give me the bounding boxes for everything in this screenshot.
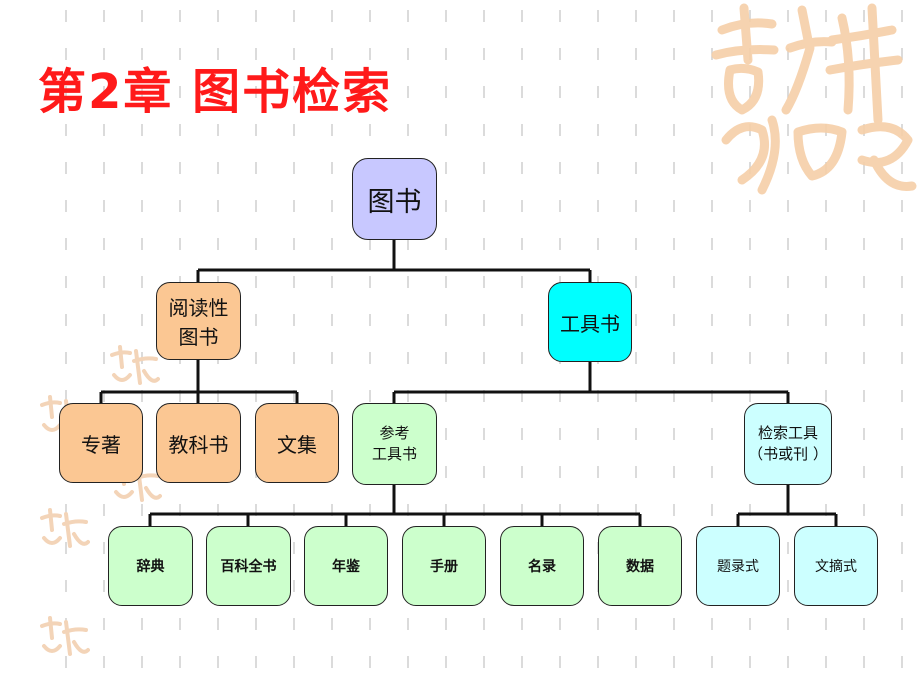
node-textbook: 教科书 — [156, 403, 241, 483]
node-abstract-type: 文摘式 — [794, 526, 878, 606]
small-logo-stamp — [110, 345, 160, 385]
node-books: 图书 — [352, 158, 437, 240]
node-data: 数据 — [598, 526, 682, 606]
slide-title: 第2章 图书检索 — [38, 64, 393, 120]
calligraphy-logo — [711, 3, 917, 195]
node-collection: 文集 — [255, 403, 339, 483]
node-reading-books: 阅读性 图书 — [156, 282, 241, 360]
small-logo-stamp — [40, 616, 90, 656]
node-retrieval-tools: 检索工具 （书或刊 ） — [744, 403, 832, 485]
node-dictionary: 辞典 — [108, 526, 193, 606]
node-encyclopedia: 百科全书 — [206, 526, 291, 606]
small-logo-stamp — [40, 508, 90, 548]
node-reference-books: 参考 工具书 — [352, 403, 437, 485]
node-tool-books: 工具书 — [548, 282, 632, 362]
node-handbook: 手册 — [402, 526, 486, 606]
node-monograph: 专著 — [59, 403, 143, 483]
node-directory: 名录 — [500, 526, 584, 606]
node-yearbook: 年鉴 — [304, 526, 388, 606]
node-title-type: 题录式 — [696, 526, 780, 606]
